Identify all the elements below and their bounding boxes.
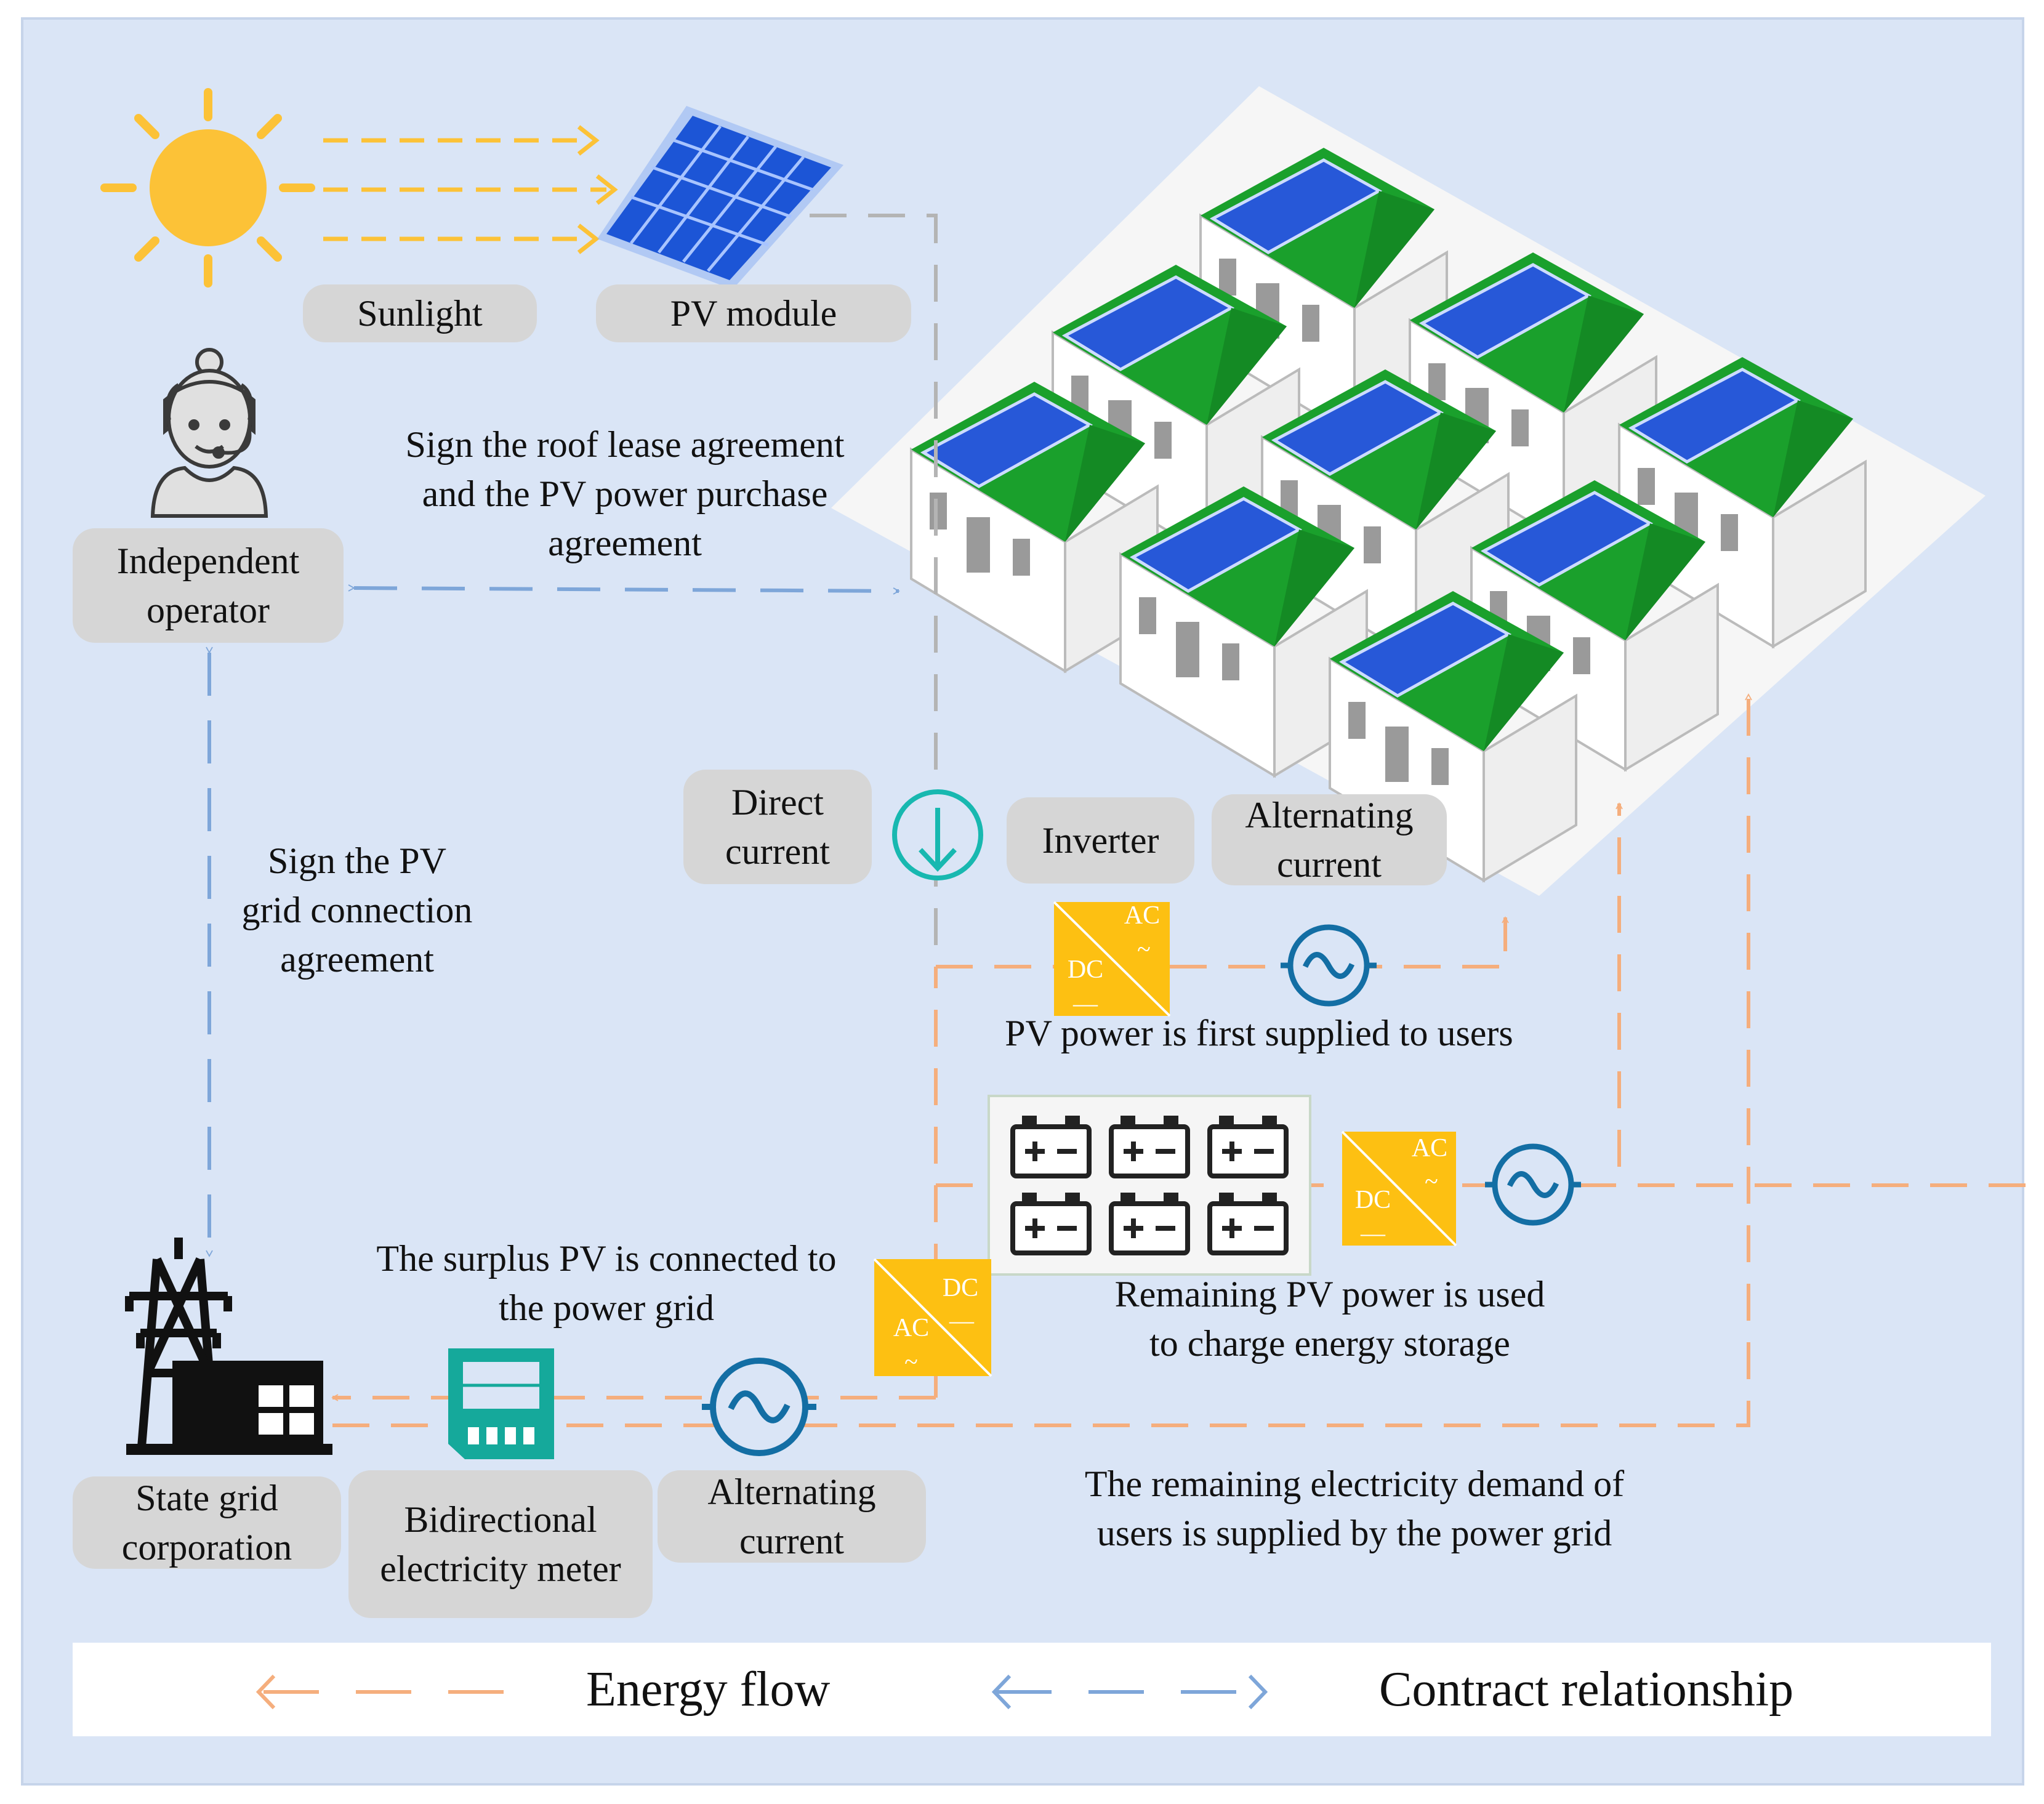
text-grid-connection-agreement: Sign the PV grid connection agreement [241, 840, 473, 980]
label-sunlight: Sunlight [303, 284, 537, 342]
battery-storage-icon [988, 1095, 1311, 1276]
dc-arrow-icon [892, 789, 983, 880]
sun-icon [100, 88, 315, 288]
inverter-icon: AC ~ DC — [1053, 901, 1171, 1017]
text-remaining-storage: Remaining PV power is used to charge ene… [1114, 1274, 1545, 1364]
legend-contract-relationship: Contract relationship [1379, 1662, 1794, 1717]
converter-dash: — [949, 1307, 975, 1334]
converter-dc-label: DC [1355, 1186, 1391, 1214]
electricity-meter-icon [448, 1348, 554, 1459]
rooftop-houses-icon [910, 148, 1867, 883]
house [1470, 480, 1719, 772]
label-independent-operator: Independent operator [73, 528, 344, 643]
sunlight-rays [323, 138, 606, 241]
converter-dc-label: DC [943, 1274, 978, 1302]
label-state-grid: State grid corporation [73, 1476, 341, 1569]
house [1409, 252, 1657, 544]
converter-tilde: ~ [904, 1348, 918, 1375]
legend-box [73, 1643, 1991, 1736]
converter-dash: — [1072, 989, 1098, 1017]
converter-tilde: ~ [1137, 935, 1151, 963]
pv-panel-icon [597, 106, 843, 289]
ac-wave-icon [702, 1358, 816, 1456]
contract-lines [206, 584, 900, 1257]
legend-lines [256, 1674, 1268, 1710]
ac-wave-icon [1485, 1143, 1581, 1226]
label-direct-current: Direct current [683, 770, 872, 884]
label-bidirectional-meter: Bidirectional electricity meter [348, 1470, 653, 1618]
text-remaining-demand: The remaining electricity demand of user… [1084, 1464, 1625, 1553]
house [1618, 357, 1867, 649]
converter-ac-label: AC [893, 1314, 929, 1342]
legend: Energy flow Contract relationship [73, 1643, 1991, 1736]
operator-person-icon [150, 348, 268, 518]
ac-wave-icon [1281, 924, 1377, 1007]
label-alternating-current-bottom: Alternating current [658, 1470, 926, 1563]
converter-dc-label: DC [1068, 956, 1103, 984]
inverter-icon: DC — AC ~ [873, 1258, 992, 1377]
label-pv-module: PV module [596, 284, 911, 342]
sunlight-arrowheads [577, 125, 618, 254]
converter-ac-label: AC [1412, 1134, 1447, 1162]
converter-tilde: ~ [1425, 1167, 1438, 1195]
pv-to-dc-line [810, 214, 938, 960]
text-surplus-grid: The surplus PV is connected to the power… [376, 1238, 837, 1328]
transmission-tower-icon [125, 1238, 332, 1455]
label-inverter: Inverter [1007, 797, 1194, 884]
converter-dash: — [1360, 1219, 1386, 1247]
label-alternating-current-top: Alternating current [1212, 794, 1447, 885]
converter-ac-label: AC [1124, 901, 1160, 930]
inverter-icon: AC ~ DC — [1341, 1130, 1457, 1247]
text-roof-lease-agreement: Sign the roof lease agreement and the PV… [405, 424, 845, 563]
text-first-supplied: PV power is first supplied to users [1005, 1013, 1513, 1053]
legend-energy-flow: Energy flow [586, 1662, 831, 1717]
